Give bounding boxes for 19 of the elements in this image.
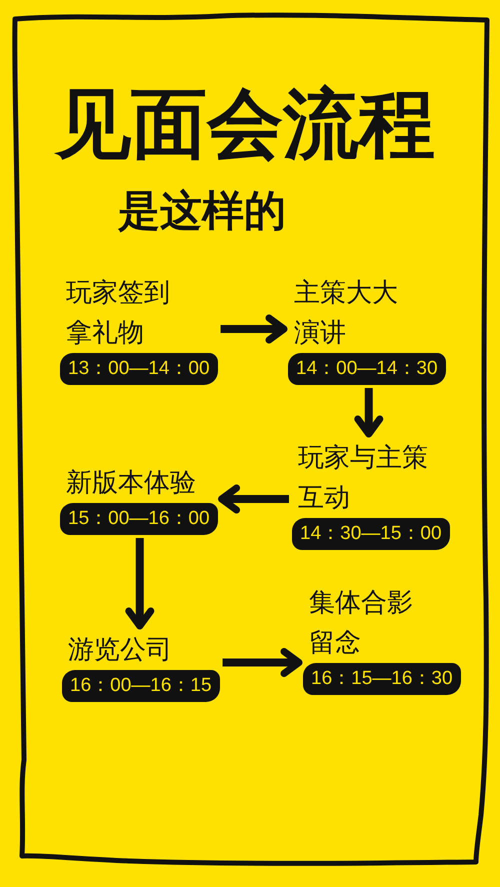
time-badge: 15：00—16：00 [60,503,218,535]
title: 见面会流程 [55,82,435,166]
step-text: 玩家与主策互动 [297,442,429,515]
time-badge: 16：15—16：30 [303,663,461,695]
arrow [220,314,288,344]
time-badge: 14：00—14：30 [288,353,446,385]
arrow [222,648,302,677]
time-badge: 14：30—15：00 [292,518,450,550]
subtitle: 是这样的 [118,188,286,234]
arrow [218,484,289,514]
arrow [354,388,384,438]
time-badge: 13：00—14：00 [60,353,218,385]
step-text: 玩家签到拿礼物 [65,277,171,350]
time-badge: 16：00—16：15 [62,670,220,702]
step-text: 主策大大演讲 [293,277,399,350]
arrow [125,538,154,630]
step-text: 游览公司 [67,634,173,667]
step-text: 集体合影留念 [308,587,414,660]
step-text: 新版本体验 [65,467,197,500]
